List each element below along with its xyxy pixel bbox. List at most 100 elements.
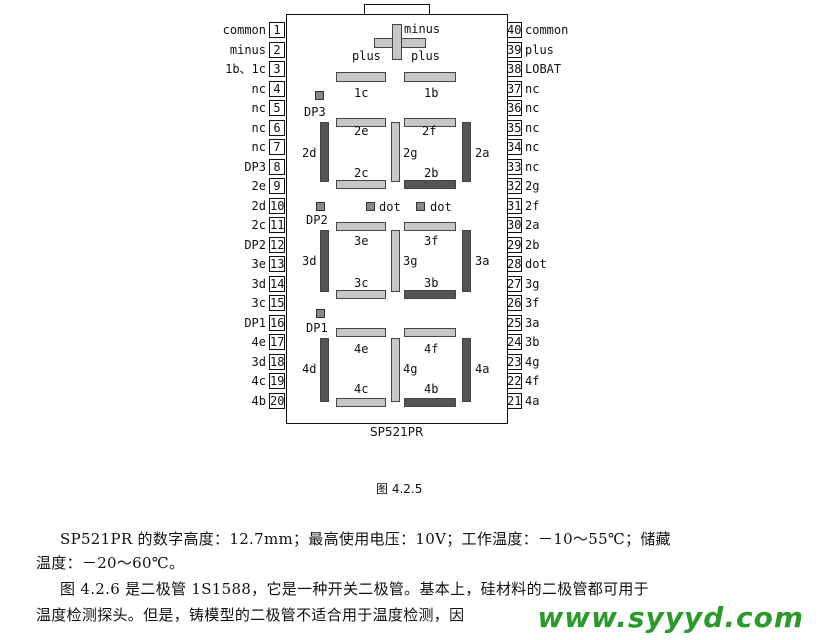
segment-4c xyxy=(336,398,386,407)
left-pin-label: 4c xyxy=(251,374,266,388)
watermark-logo: www.syyyd.com xyxy=(537,601,804,634)
left-pin-number: 20 xyxy=(269,393,285,409)
right-pin-label: 3b xyxy=(525,335,540,349)
right-pin-number: 34 xyxy=(506,139,522,155)
segment-3g xyxy=(391,230,400,292)
right-pin-number: 21 xyxy=(506,393,522,409)
label-4g: 4g xyxy=(403,362,418,376)
left-pin-label: 2d xyxy=(251,199,266,213)
left-pin-number: 5 xyxy=(269,100,285,116)
left-pin-number: 1 xyxy=(269,22,285,38)
label-3d: 3d xyxy=(302,254,317,268)
segment-2a xyxy=(462,122,471,182)
label-2a: 2a xyxy=(475,146,490,160)
left-pin-number: 17 xyxy=(269,334,285,350)
segment-1b xyxy=(404,72,456,82)
label-dot-1: dot xyxy=(379,200,401,214)
right-pin-number: 35 xyxy=(506,120,522,136)
left-pin-label: 4b xyxy=(251,394,266,408)
segment-4g xyxy=(391,338,400,402)
left-pin-number: 14 xyxy=(269,276,285,292)
segment-4b xyxy=(404,398,456,407)
right-pin-label: common xyxy=(525,23,569,37)
left-pin-label: 2e xyxy=(251,179,266,193)
left-pin-label: DP1 xyxy=(244,316,266,330)
right-pin-label: 4a xyxy=(525,394,540,408)
label-4a: 4a xyxy=(475,362,490,376)
right-pin-label: nc xyxy=(525,140,540,154)
figure-caption: 图 4.2.5 xyxy=(376,482,423,496)
right-pin-number: 24 xyxy=(506,334,522,350)
right-pin-label: nc xyxy=(525,82,540,96)
right-pin-number: 40 xyxy=(506,22,522,38)
right-pin-number: 38 xyxy=(506,61,522,77)
left-pin-label: common xyxy=(222,23,266,37)
label-3b: 3b xyxy=(424,276,439,290)
label-3g: 3g xyxy=(403,254,418,268)
body-text-line-4: 温度检测探头。但是，铸模型的二极管不适合用于温度检测，因 xyxy=(36,606,465,624)
label-dp2: DP2 xyxy=(306,213,328,227)
segment-3a xyxy=(462,230,471,292)
right-pin-number: 30 xyxy=(506,217,522,233)
segment-2b xyxy=(404,180,456,189)
left-pin-number: 13 xyxy=(269,256,285,272)
left-pin-number: 7 xyxy=(269,139,285,155)
right-pin-label: 2g xyxy=(525,179,540,193)
dp2-indicator xyxy=(316,202,325,211)
left-pin-number: 16 xyxy=(269,315,285,331)
left-pin-label: DP2 xyxy=(244,238,266,252)
plus-right-label: plus xyxy=(411,49,440,63)
segment-4d xyxy=(320,338,329,402)
right-pin-label: 3g xyxy=(525,277,540,291)
left-pin-number: 2 xyxy=(269,42,285,58)
label-2f: 2f xyxy=(422,124,437,138)
left-pin-label: 3e xyxy=(251,257,266,271)
right-pin-label: 3a xyxy=(525,316,540,330)
label-4b: 4b xyxy=(424,382,439,396)
left-pin-label: DP3 xyxy=(244,160,266,174)
body-text-line-1: SP521PR 的数字高度：12.7mm；最高使用电压：10V；工作温度：－10… xyxy=(60,530,671,548)
left-pin-number: 8 xyxy=(269,159,285,175)
label-3a: 3a xyxy=(475,254,490,268)
right-pin-number: 22 xyxy=(506,373,522,389)
right-pin-label: dot xyxy=(525,257,547,271)
label-dp1: DP1 xyxy=(306,321,328,335)
dp1-indicator xyxy=(316,309,325,318)
right-pin-number: 25 xyxy=(506,315,522,331)
left-pin-number: 10 xyxy=(269,198,285,214)
right-pin-label: nc xyxy=(525,160,540,174)
left-pin-number: 15 xyxy=(269,295,285,311)
left-pin-label: 1b、1c xyxy=(225,62,266,76)
left-pin-number: 3 xyxy=(269,61,285,77)
part-name-label: SP521PR xyxy=(370,425,424,439)
label-4f: 4f xyxy=(424,342,439,356)
right-pin-label: nc xyxy=(525,101,540,115)
segment-4e xyxy=(336,328,386,337)
label-1b: 1b xyxy=(424,86,439,100)
right-pin-number: 28 xyxy=(506,256,522,272)
label-3e: 3e xyxy=(354,234,369,248)
right-pin-label: nc xyxy=(525,121,540,135)
label-2e: 2e xyxy=(354,124,369,138)
left-pin-label: nc xyxy=(251,140,266,154)
left-pin-number: 18 xyxy=(269,354,285,370)
right-pin-label: plus xyxy=(525,43,554,57)
left-pin-label: 3d xyxy=(251,277,266,291)
right-pin-number: 33 xyxy=(506,159,522,175)
label-4e: 4e xyxy=(354,342,369,356)
colon-dot-upper xyxy=(366,202,375,211)
segment-2g xyxy=(391,122,400,182)
label-3c: 3c xyxy=(354,276,369,290)
label-2g: 2g xyxy=(403,146,418,160)
right-pin-number: 29 xyxy=(506,237,522,253)
left-pin-number: 11 xyxy=(269,217,285,233)
plus-left-label: plus xyxy=(352,49,381,63)
body-text-line-2: 温度：－20～60℃。 xyxy=(36,554,185,572)
segment-4f xyxy=(404,328,456,337)
left-pin-number: 19 xyxy=(269,373,285,389)
left-pin-label: nc xyxy=(251,101,266,115)
colon-dot-lower xyxy=(416,202,425,211)
right-pin-number: 32 xyxy=(506,178,522,194)
label-2c: 2c xyxy=(354,166,369,180)
label-4d: 4d xyxy=(302,362,317,376)
